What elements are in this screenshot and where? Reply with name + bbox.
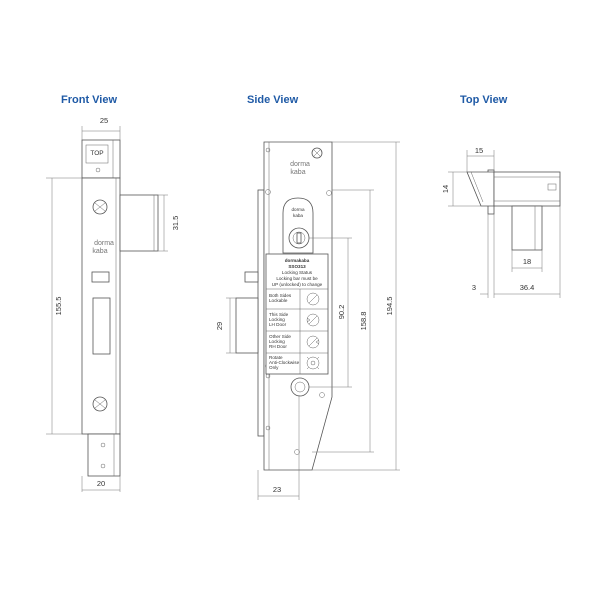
side-label-line1: Locking bar must be — [276, 276, 318, 281]
front-latch-block — [119, 194, 159, 252]
side-label-row3-icon — [306, 335, 320, 349]
front-latch-window — [91, 271, 110, 283]
side-label-line2: UP (unlocked) to change — [272, 282, 323, 287]
side-label-row2-l2: Locking — [269, 317, 285, 322]
front-top-mark: TOP — [90, 150, 103, 157]
side-label-row1-l1: Both Sides — [269, 293, 292, 298]
side-spindle-stub — [244, 271, 259, 283]
side-faceplate-edge — [257, 189, 265, 437]
side-label-row4-l3: Only — [269, 365, 279, 370]
side-label-row2-icon — [306, 313, 320, 327]
side-label-row4-l2: Anti-Clockwise — [269, 360, 300, 365]
side-dim-case-height: 158.8 — [359, 312, 368, 331]
side-label-row4-l1: Rotate — [269, 355, 283, 360]
top-latch-head — [466, 171, 495, 207]
side-dim-backset: 23 — [273, 485, 281, 494]
side-label-row3-l3: RH Door — [269, 344, 287, 349]
side-brand-line1: dorma — [290, 161, 310, 168]
front-screw-bottom — [92, 396, 108, 412]
top-dim-bolt-width: 15 — [475, 146, 483, 155]
side-dim-bolt-height: 29 — [215, 322, 224, 330]
top-dim-overall: 36.4 — [520, 283, 535, 292]
top-dim-case-width: 18 — [523, 257, 531, 266]
side-label-row3-l1: Other Side — [269, 334, 291, 339]
top-dim-bolt-depth: 14 — [441, 185, 450, 193]
side-label-row1-icon — [306, 292, 320, 306]
side-dim-overall-height: 194.5 — [385, 297, 394, 316]
front-bottom-tab — [87, 433, 121, 477]
side-cyl-brand-line1: dorma — [291, 207, 304, 212]
front-dim-overall-height: 155.5 — [54, 297, 63, 316]
front-brand-line1: dorma — [94, 240, 114, 247]
front-top-hole — [95, 167, 101, 173]
front-top-tab — [81, 139, 121, 179]
front-screw-top — [92, 199, 108, 215]
side-spindle-hub — [290, 377, 310, 397]
side-label-row3-l2: Locking — [269, 339, 285, 344]
top-case-block — [511, 205, 543, 251]
side-keyway — [296, 232, 302, 244]
side-label-subtitle: Locking Status — [282, 270, 313, 275]
front-dim-width-bottom: 20 — [97, 479, 105, 488]
top-view: 15 14 18 3 36.4 — [441, 146, 561, 298]
side-label-row1-l2: Lockable — [269, 298, 288, 303]
front-view: TOP dorma kaba 25 — [46, 116, 180, 492]
side-brand-line2: kaba — [290, 169, 305, 176]
top-dim-plate: 3 — [472, 283, 476, 292]
side-view: dorma kaba dorma kaba dormakaba SSO313 L… — [215, 141, 400, 500]
side-label-row2-l3: LH Door — [269, 322, 287, 327]
top-view-title: Top View — [460, 94, 508, 106]
side-view-title: Side View — [247, 94, 299, 106]
front-brand-line2: kaba — [92, 248, 107, 255]
side-dim-centres: 90.2 — [337, 305, 346, 320]
side-label-row4-icon — [306, 356, 320, 370]
side-label-model: SSO313 — [288, 264, 306, 269]
side-label-row2-l1: This Side — [269, 312, 289, 317]
side-screw-top-right — [311, 147, 323, 159]
front-dim-width-top: 25 — [100, 116, 108, 125]
front-bolt-slot — [92, 297, 111, 355]
side-label-title: dormakaba — [285, 258, 310, 263]
front-top-mark-box — [85, 144, 109, 164]
side-locking-label — [265, 253, 329, 375]
front-dim-latch-height: 31.5 — [171, 216, 180, 231]
side-cyl-brand-line2: kaba — [293, 213, 303, 218]
front-view-title: Front View — [61, 94, 118, 106]
top-body — [493, 171, 561, 207]
side-bolt-block — [235, 297, 259, 354]
